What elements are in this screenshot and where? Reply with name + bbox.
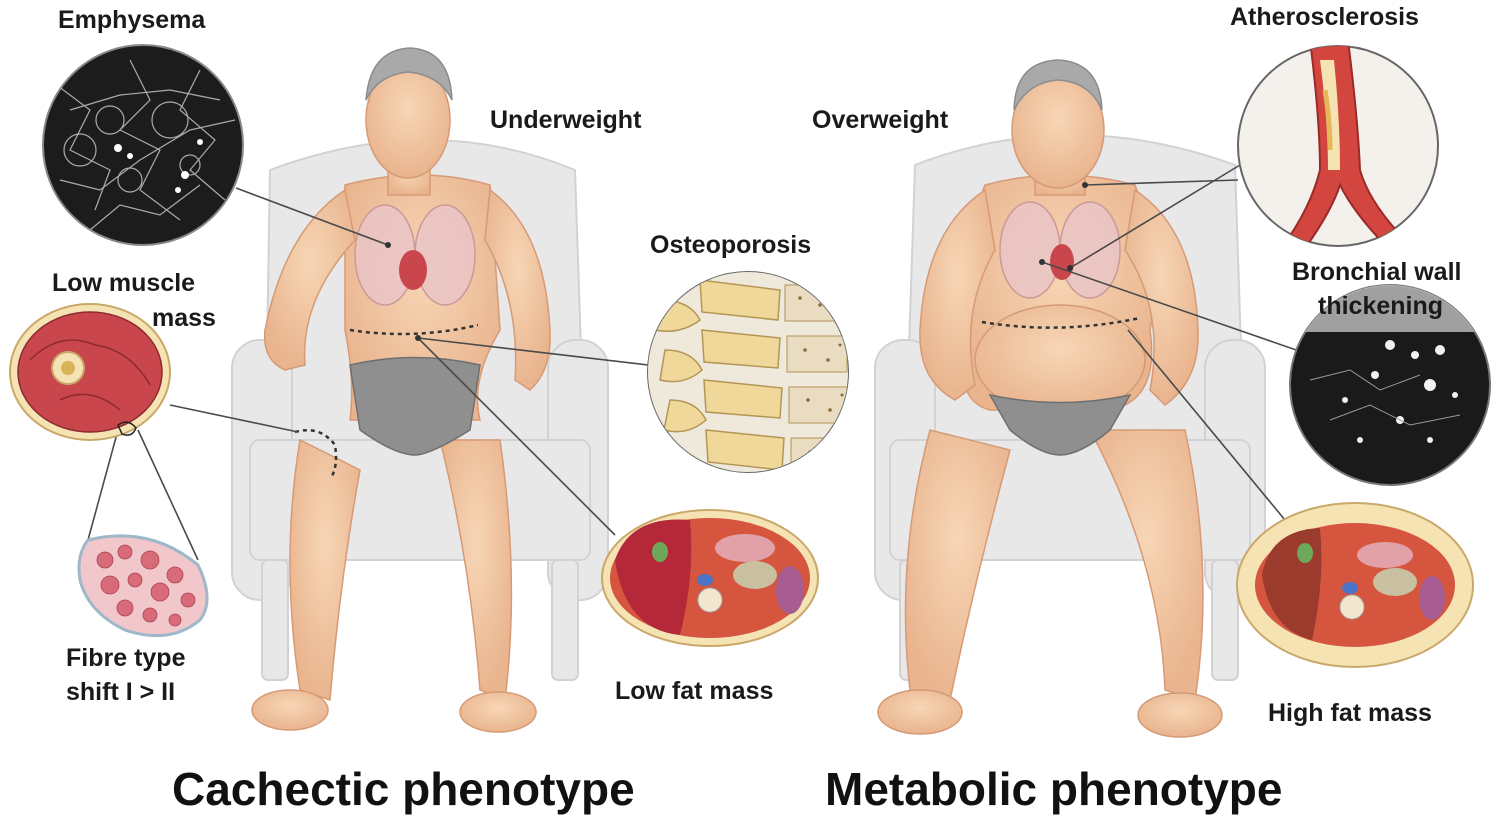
- high-fat-ct: [1237, 503, 1473, 667]
- underweight-label: Underweight: [490, 105, 641, 135]
- muscle-cross-section: [10, 304, 170, 440]
- atherosclerosis-label: Atherosclerosis: [1230, 2, 1419, 32]
- emphysema-inset: [43, 45, 243, 245]
- bronchial-label-line2: thickening: [1318, 291, 1443, 321]
- low-muscle-label-line1: Low muscle: [52, 268, 195, 298]
- emphysema-label: Emphysema: [58, 5, 205, 35]
- low-fat-ct: [602, 510, 818, 646]
- fibre-label-line2: shift I > II: [66, 677, 175, 707]
- osteoporosis-label: Osteoporosis: [650, 230, 811, 260]
- fibre-inset: [79, 536, 207, 636]
- overweight-label: Overweight: [812, 105, 948, 135]
- low-fat-mass-label: Low fat mass: [615, 676, 773, 706]
- fibre-label-line1: Fibre type: [66, 643, 185, 673]
- metabolic-title: Metabolic phenotype: [825, 762, 1282, 816]
- osteoporosis-inset: [640, 270, 860, 480]
- cachectic-title: Cachectic phenotype: [172, 762, 635, 816]
- atherosclerosis-inset: [1238, 40, 1438, 255]
- low-muscle-label-line2: mass: [152, 303, 216, 333]
- high-fat-mass-label: High fat mass: [1268, 698, 1432, 728]
- bronchial-label-line1: Bronchial wall: [1292, 257, 1461, 287]
